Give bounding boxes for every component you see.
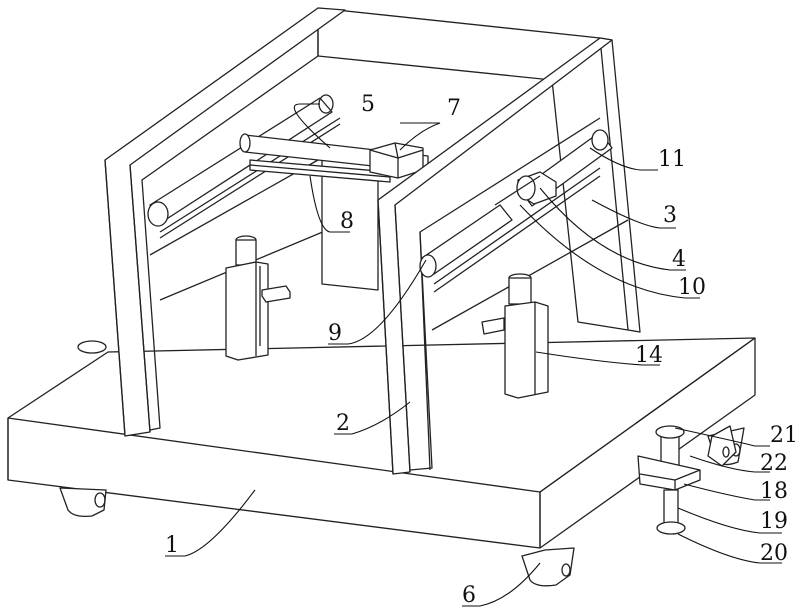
clamp-post-left: [225, 235, 291, 361]
callout-5: 5: [361, 92, 375, 117]
callout-7: 7: [447, 96, 461, 121]
callout-22: 22: [760, 451, 788, 476]
caster-wheel-front-right: [521, 547, 575, 587]
left-roller-upper: [147, 94, 334, 227]
callout-11: 11: [658, 147, 686, 172]
right-side-frame: [377, 37, 629, 475]
slider-block: [369, 142, 424, 179]
callout-19: 19: [760, 509, 788, 534]
clamp-post-right: [481, 273, 549, 399]
callout-3: 3: [663, 203, 677, 228]
right-guide-rods: [433, 167, 601, 293]
right-roller-lower: [419, 204, 513, 278]
callout-21: 21: [770, 423, 798, 448]
callout-9: 9: [328, 321, 342, 346]
callout-20: 20: [760, 541, 788, 566]
callout-18: 18: [760, 479, 788, 504]
caster-wheel-front-left: [59, 487, 107, 518]
base-platform: [7, 337, 756, 549]
callout-8: 8: [340, 209, 354, 234]
callout-labels: 5 7 8 11 3 4 10 9 2 14 21 22 18 19 20 1 …: [165, 92, 798, 608]
callout-2: 2: [336, 411, 350, 436]
callout-14: 14: [635, 343, 663, 368]
caster-wheel-back-left: [77, 340, 107, 354]
callout-1: 1: [165, 533, 179, 558]
clamp-mechanism: [637, 425, 737, 535]
guide-rail: [249, 159, 391, 183]
leader-lines: [165, 103, 782, 607]
callout-6: 6: [462, 583, 476, 608]
callout-10: 10: [678, 275, 706, 300]
callout-4: 4: [672, 247, 686, 272]
